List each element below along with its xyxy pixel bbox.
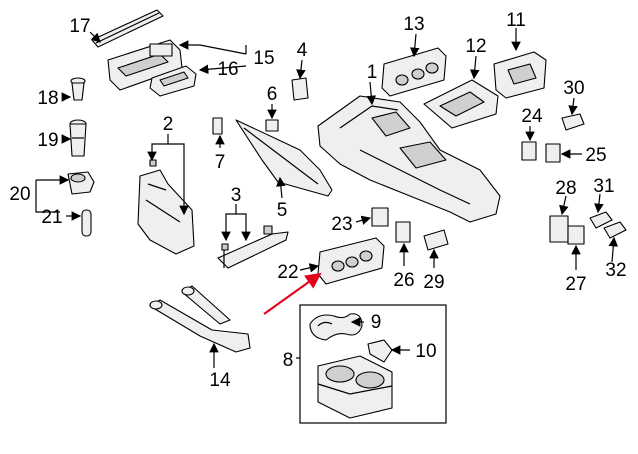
part-2-bracket[interactable] bbox=[137, 159, 195, 255]
part-27-switch[interactable] bbox=[567, 225, 585, 245]
callout-labels: 17 15 16 18 19 20 21 2 4 6 7 5 3 1 13 12… bbox=[9, 10, 626, 391]
part-4-clip[interactable] bbox=[291, 77, 309, 101]
callout-7: 7 bbox=[215, 152, 226, 173]
callout-10: 10 bbox=[415, 341, 436, 362]
callout-2: 2 bbox=[163, 114, 174, 135]
callout-30: 30 bbox=[563, 78, 584, 99]
part-20-lighter-socket[interactable] bbox=[67, 171, 95, 195]
callout-25: 25 bbox=[585, 145, 606, 166]
callout-20: 20 bbox=[9, 184, 30, 205]
part-13-trim-plate[interactable] bbox=[381, 47, 447, 97]
part-18-push-pin[interactable] bbox=[70, 77, 86, 101]
part-8-group-box bbox=[299, 304, 447, 424]
callout-29: 29 bbox=[423, 272, 444, 293]
part-7-tag[interactable] bbox=[212, 117, 223, 135]
part-29-switch[interactable] bbox=[423, 229, 449, 251]
part-16-small-tray[interactable] bbox=[149, 65, 197, 97]
part-28-switch[interactable] bbox=[549, 215, 569, 243]
part-22-control-panel[interactable] bbox=[317, 237, 385, 285]
part-6-clip[interactable] bbox=[265, 119, 279, 132]
callout-14: 14 bbox=[209, 370, 231, 391]
part-11-shift-bezel[interactable] bbox=[493, 51, 547, 99]
highlight-arrow bbox=[263, 272, 322, 315]
part-21-plug[interactable] bbox=[81, 209, 92, 237]
part-3-bracket[interactable] bbox=[217, 225, 289, 269]
callout-16: 16 bbox=[217, 59, 238, 80]
part-31-switch[interactable] bbox=[589, 211, 613, 229]
part-1-center-console[interactable] bbox=[317, 95, 501, 223]
callout-4: 4 bbox=[297, 40, 308, 61]
part-8-cupholder[interactable] bbox=[317, 355, 393, 419]
part-15-tray-assembly[interactable] bbox=[107, 39, 183, 91]
callout-28: 28 bbox=[555, 178, 576, 199]
part-14-air-duct[interactable] bbox=[149, 285, 251, 353]
callout-32: 32 bbox=[605, 260, 626, 281]
callout-24: 24 bbox=[521, 106, 543, 127]
part-24-switch[interactable] bbox=[521, 141, 537, 161]
callout-11: 11 bbox=[506, 10, 526, 31]
leader-lines bbox=[35, 28, 619, 368]
callout-23: 23 bbox=[331, 214, 352, 235]
part-23-switch[interactable] bbox=[371, 207, 389, 227]
callout-6: 6 bbox=[267, 84, 278, 105]
callout-13: 13 bbox=[403, 14, 424, 35]
callout-5: 5 bbox=[277, 200, 288, 221]
part-25-switch[interactable] bbox=[545, 143, 561, 163]
callout-8: 8 bbox=[283, 350, 294, 371]
callout-15: 15 bbox=[253, 48, 274, 69]
callout-22: 22 bbox=[277, 262, 298, 283]
callout-27: 27 bbox=[565, 274, 586, 295]
callout-9: 9 bbox=[371, 312, 382, 333]
part-32-switch[interactable] bbox=[603, 221, 627, 239]
callout-17: 17 bbox=[69, 16, 90, 37]
part-5-side-panel[interactable] bbox=[235, 119, 333, 197]
part-10-trim-piece[interactable] bbox=[367, 339, 393, 363]
callout-26: 26 bbox=[393, 270, 414, 291]
part-19-socket[interactable] bbox=[69, 119, 87, 157]
part-12-tray[interactable] bbox=[423, 79, 499, 129]
callout-12: 12 bbox=[465, 36, 486, 57]
part-9-cupholder-insert[interactable] bbox=[309, 313, 363, 341]
part-17-trim-strip[interactable] bbox=[91, 9, 164, 48]
callout-1: 1 bbox=[367, 62, 378, 83]
callout-31: 31 bbox=[593, 176, 614, 197]
part-26-switch[interactable] bbox=[395, 221, 411, 243]
part-30-cap[interactable] bbox=[561, 113, 585, 131]
callout-19: 19 bbox=[37, 130, 58, 151]
callout-3: 3 bbox=[231, 185, 242, 206]
callout-21: 21 bbox=[41, 207, 62, 228]
callout-18: 18 bbox=[37, 88, 58, 109]
